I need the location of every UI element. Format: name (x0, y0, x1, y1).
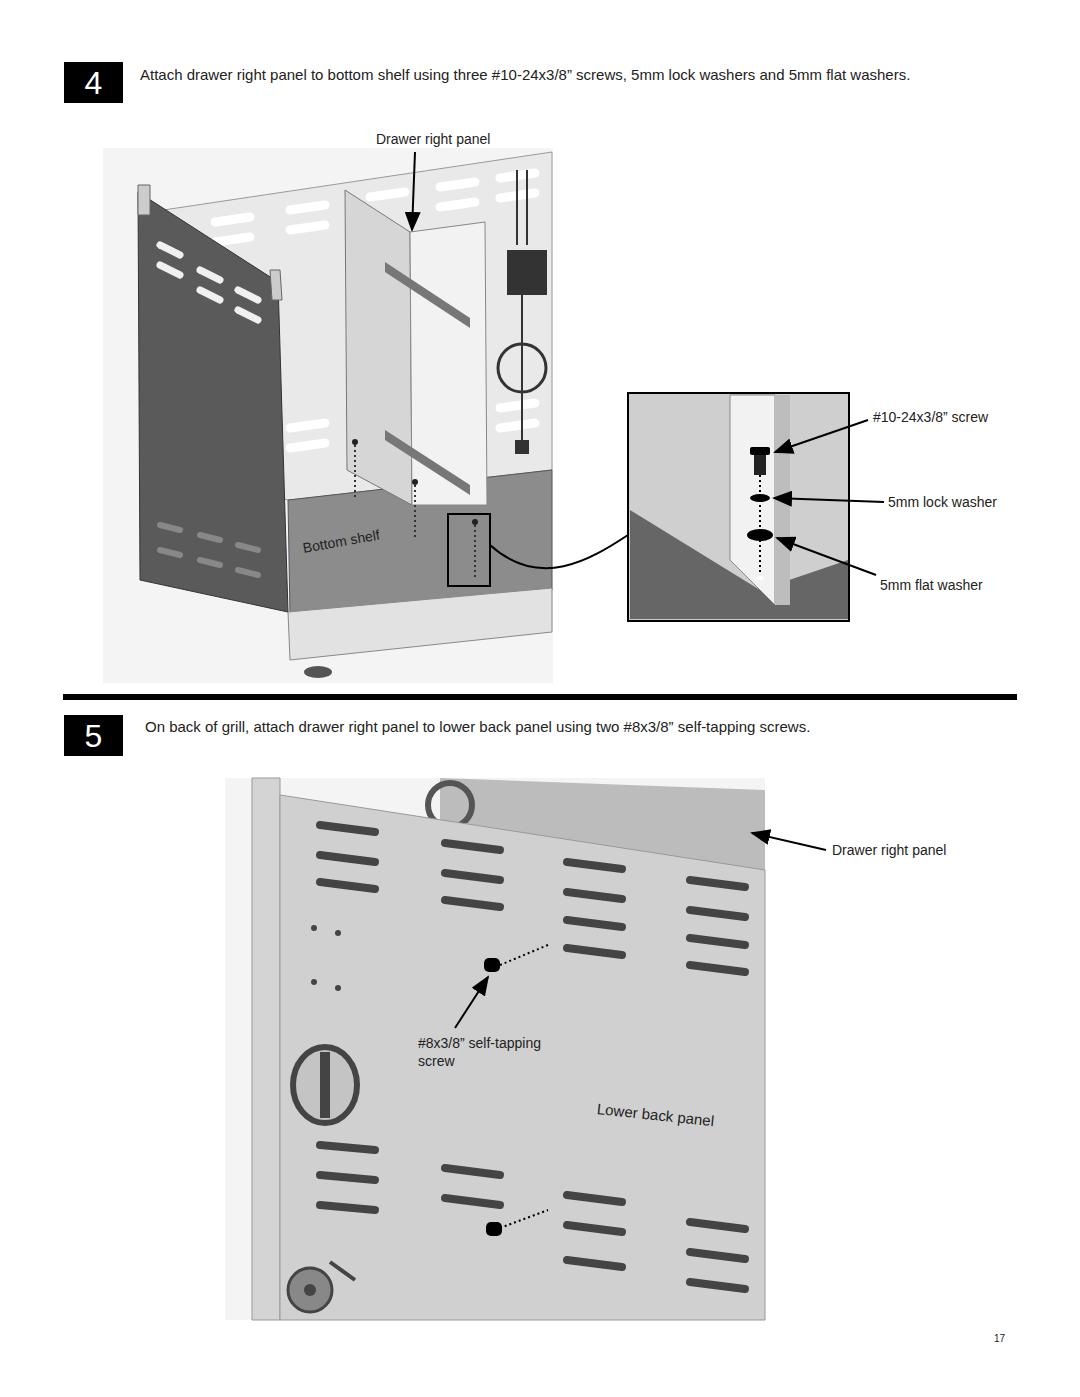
part-label: Drawer right panel (832, 842, 946, 860)
step-number: 5 (85, 720, 103, 752)
part-label: #10-24x3/8” screw (873, 409, 988, 427)
part-label: #8x3/8” self-tapping screw (418, 1035, 546, 1070)
page-number: 17 (994, 1333, 1005, 1346)
part-label: Drawer right panel (376, 131, 490, 149)
step-number-box: 5 (64, 715, 123, 756)
part-label: 5mm flat washer (880, 577, 983, 595)
instruction-text: On back of grill, attach drawer right pa… (145, 718, 810, 737)
instruction-text: Attach drawer right panel to bottom shel… (140, 66, 910, 85)
part-label: 5mm lock washer (888, 494, 997, 512)
step-number: 4 (85, 67, 103, 99)
step-number-box: 4 (64, 62, 123, 103)
